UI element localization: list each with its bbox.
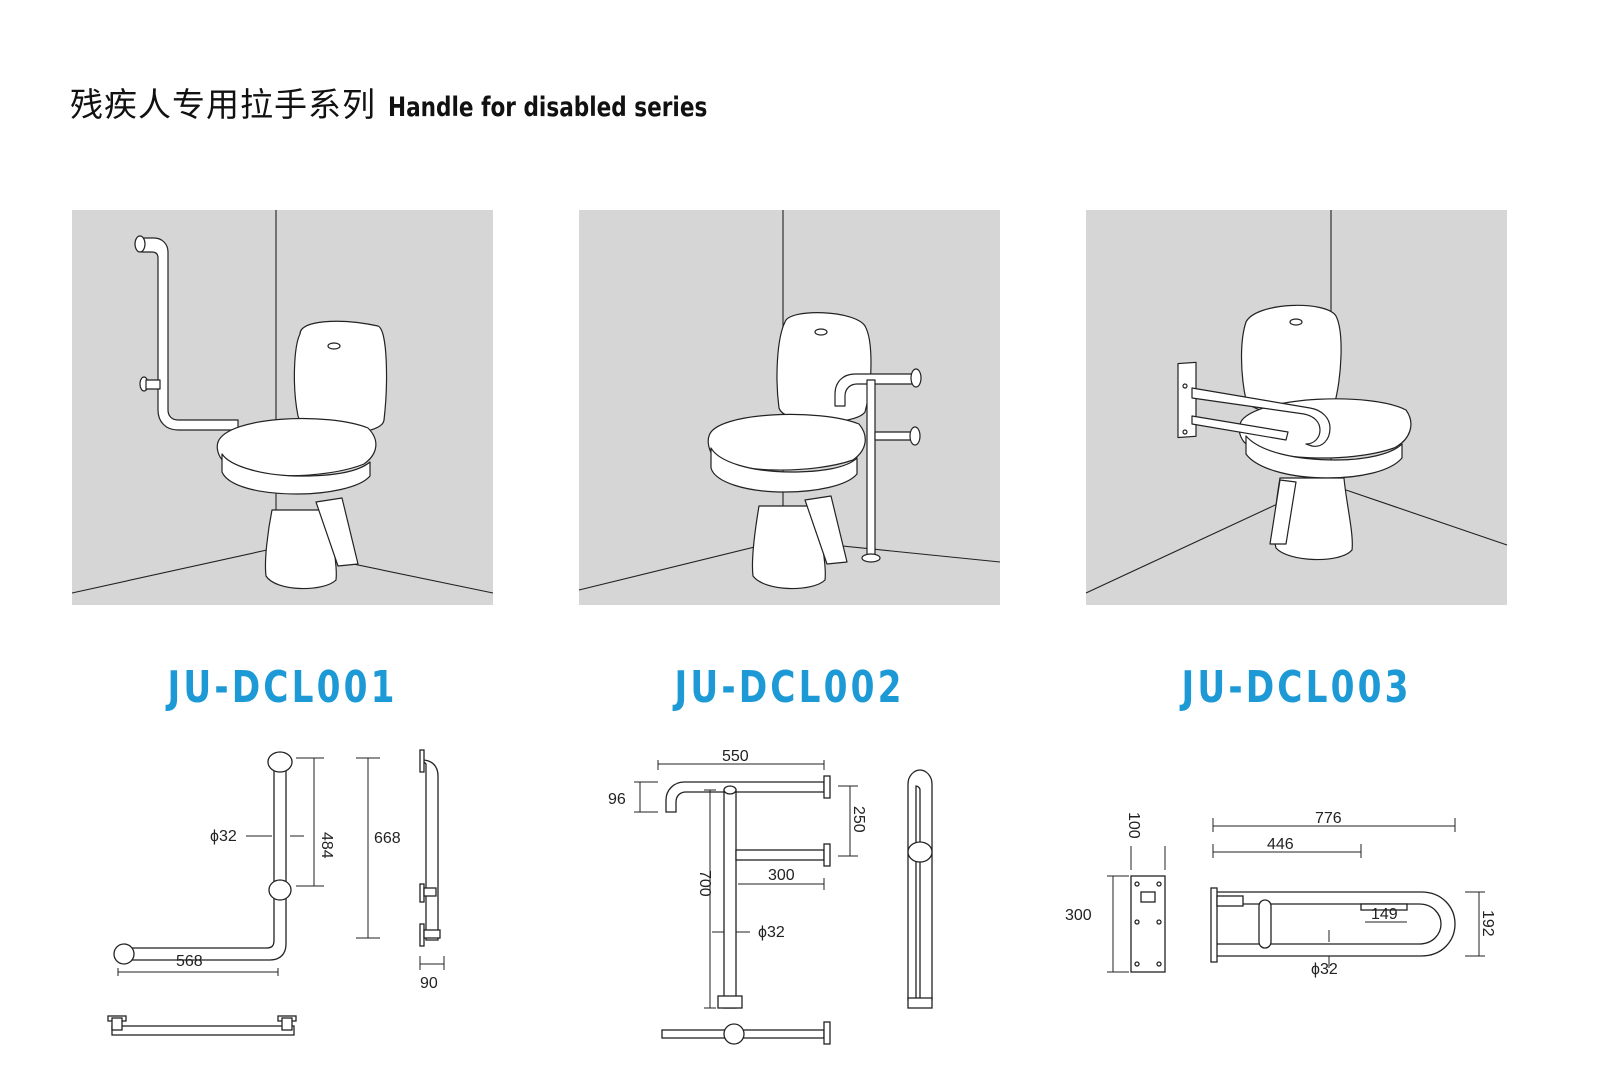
dim-arm: 300 xyxy=(768,867,795,884)
toilet-scene-icon xyxy=(1085,210,1508,594)
title-chinese: 残疾人专用拉手系列 xyxy=(70,85,376,124)
product-code-dcl001: JU-DCL001 xyxy=(167,662,398,713)
dim-plate-height: 300 xyxy=(1065,907,1092,924)
scene-dcl003 xyxy=(1085,210,1508,605)
dim-diameter: ϕ32 xyxy=(210,828,237,845)
technical-drawing-dcl002: 550 96 250 300 700 ϕ32 xyxy=(608,748,933,1045)
dim-mid: 446 xyxy=(1267,836,1294,853)
scene-dcl001 xyxy=(71,210,494,605)
technical-drawing-dcl001: 484 668 568 ϕ32 90 xyxy=(107,749,445,1036)
dim-height: 700 xyxy=(696,870,713,897)
toilet-scene-icon xyxy=(578,210,1001,591)
dim-height-upper: 484 xyxy=(318,832,335,859)
scene-dcl002 xyxy=(578,210,1001,605)
product-code-dcl002: JU-DCL002 xyxy=(674,662,905,713)
dim-width: 550 xyxy=(722,748,749,765)
technical-drawing-dcl003: 776 446 100 300 192 149 ϕ32 xyxy=(1065,810,1496,978)
dim-spacing: 250 xyxy=(850,806,867,833)
dim-diameter: ϕ32 xyxy=(758,924,785,941)
dim-hook: 96 xyxy=(608,791,626,808)
grab-bar-drawing-icon xyxy=(107,749,445,1036)
dim-inner: 149 xyxy=(1371,906,1398,923)
dim-plate-top: 100 xyxy=(1125,812,1142,839)
dim-width: 568 xyxy=(176,953,203,970)
title-english: Handle for disabled series xyxy=(388,92,708,123)
toilet-scene-icon xyxy=(71,210,494,594)
grab-bar-drawing-icon xyxy=(634,760,933,1045)
dim-total: 776 xyxy=(1315,810,1342,827)
dim-depth: 90 xyxy=(420,975,438,992)
product-code-dcl003: JU-DCL003 xyxy=(1181,662,1412,713)
grab-bar-drawing-icon xyxy=(1107,818,1485,973)
dim-height-total: 668 xyxy=(374,830,401,847)
dim-height: 192 xyxy=(1479,910,1496,937)
dim-diameter: ϕ32 xyxy=(1311,961,1338,978)
page-title: 残疾人专用拉手系列 Handle for disabled series xyxy=(70,78,788,126)
